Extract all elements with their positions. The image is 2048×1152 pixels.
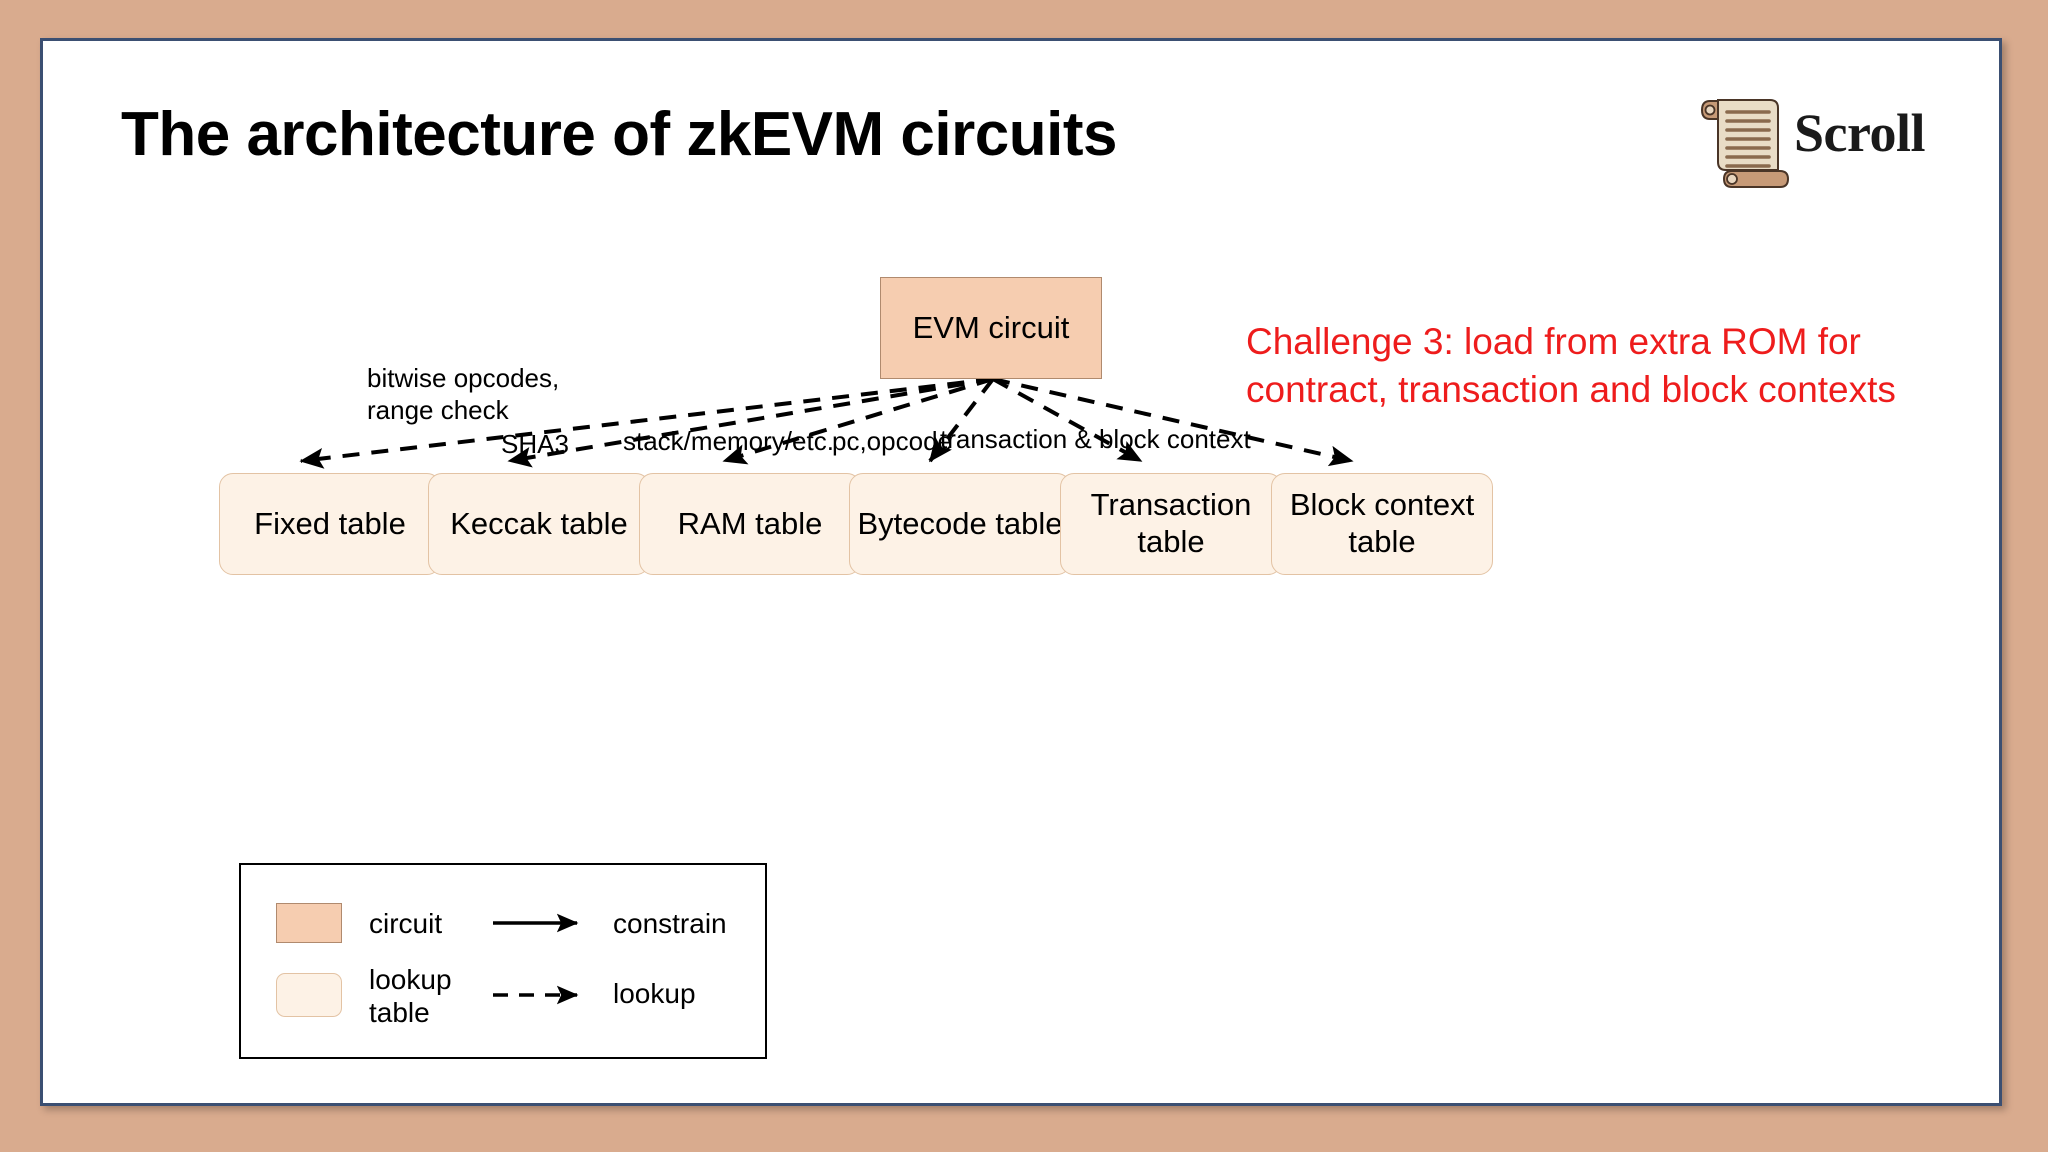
legend-label-circuit: circuit	[369, 908, 443, 939]
edge-label-stack-memory: stack/memory/etc.	[623, 426, 834, 456]
page-title: The architecture of zkEVM circuits	[121, 100, 1117, 169]
legend-box: circuit lookup table constrain lookup	[239, 863, 767, 1059]
legend-label-lookup-table: lookup table	[369, 964, 452, 1029]
node-label: Transaction table	[1090, 487, 1252, 559]
challenge-callout: Challenge 3: load from extra ROM for con…	[1246, 321, 1896, 411]
scroll-parchment-icon	[1700, 99, 1790, 188]
node-bytecode-table[interactable]: Bytecode table	[849, 473, 1071, 575]
node-label: EVM circuit	[912, 309, 1070, 345]
node-label: Block context table	[1289, 487, 1475, 559]
node-label: Bytecode table	[857, 505, 1063, 541]
legend-swatch-circuit	[276, 903, 342, 943]
edge-label-bitwise-opcodes: bitwise opcodes, range check	[367, 363, 560, 425]
node-label: RAM table	[677, 505, 823, 541]
legend-label-constrain: constrain	[613, 908, 727, 939]
node-ram-table[interactable]: RAM table	[639, 473, 861, 575]
node-label: Fixed table	[254, 505, 406, 541]
node-label: Keccak table	[450, 505, 628, 541]
legend-swatch-lookup-table	[276, 973, 342, 1017]
legend-arrow-samples	[493, 913, 579, 1005]
slide-canvas: The architecture of zkEVM circuits Scrol…	[40, 38, 2002, 1106]
node-block-context-table[interactable]: Block context table	[1271, 473, 1493, 575]
node-fixed-table[interactable]: Fixed table	[219, 473, 441, 575]
node-transaction-table[interactable]: Transaction table	[1060, 473, 1282, 575]
brand-name: Scroll	[1794, 103, 1926, 163]
brand-logo: Scroll	[1696, 86, 1976, 196]
node-keccak-table[interactable]: Keccak table	[428, 473, 650, 575]
edge-label-pc-opcode: pc,opcode	[832, 426, 952, 456]
edge-label-transaction-block-context: transaction & block context	[940, 424, 1251, 454]
node-evm-circuit[interactable]: EVM circuit	[880, 277, 1102, 379]
edge-label-sha3: SHA3	[501, 429, 569, 459]
legend-label-lookup: lookup	[613, 978, 696, 1009]
